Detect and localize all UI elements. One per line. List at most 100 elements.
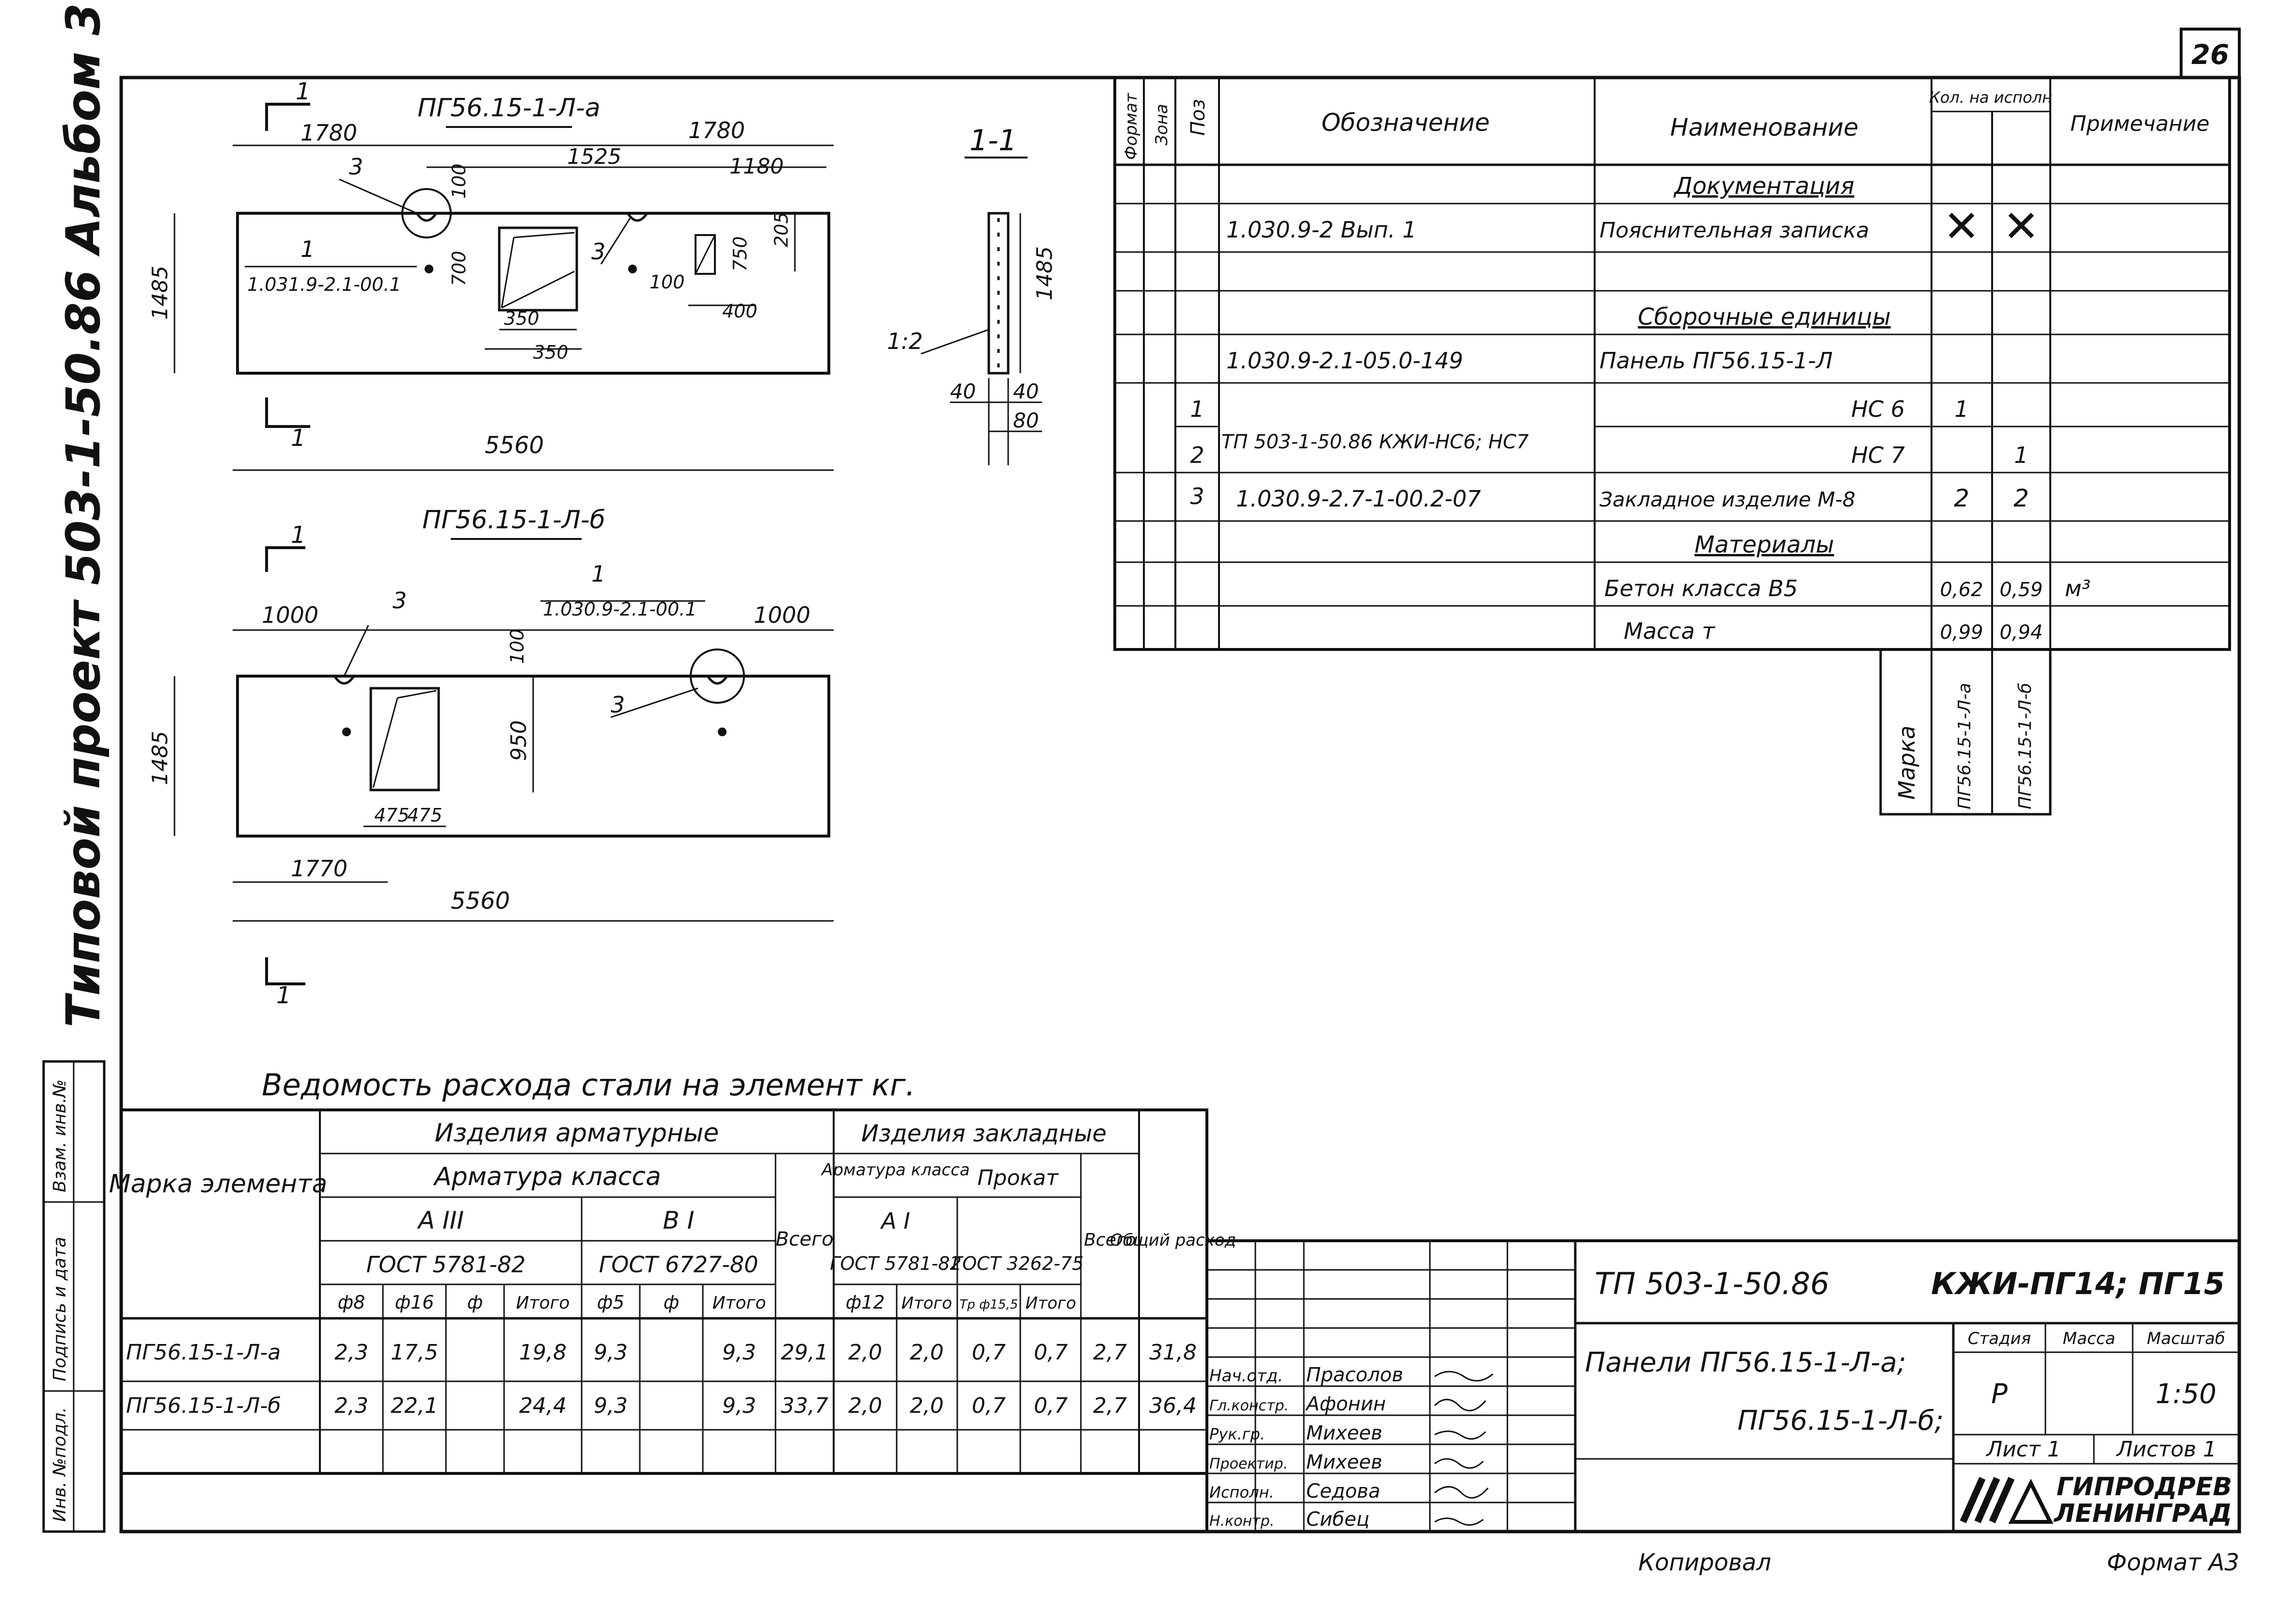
spec-row-q1: 1 [1954, 396, 1968, 422]
steel-row-2: ПГ56.15-1-Л-б 2,3 22,1 24,4 9,3 9,3 33,7… [126, 1393, 1197, 1418]
steel-cell: 31,8 [1149, 1340, 1197, 1365]
steel-cell: 2,7 [1093, 1340, 1127, 1365]
section-outline [987, 212, 1010, 375]
steel-cell: 19,8 [519, 1340, 567, 1365]
panel-b-leader-3: 3 [393, 587, 407, 614]
stamp-doc: КЖИ-ПГ14; ПГ15 [1931, 1266, 2225, 1301]
steel-cell: 29,1 [781, 1340, 828, 1365]
spec-row-oboz: ТП 503-1-50.86 КЖИ-НС6; НС7 [1221, 431, 1529, 453]
steel-cell: 2,3 [334, 1340, 368, 1365]
steel-cell: 24,4 [519, 1393, 567, 1418]
panel-b-sec-bot: 1 [276, 982, 291, 1009]
steel-h-gost4: ГОСТ 3262-75 [952, 1253, 1084, 1274]
spec-row-q2: 0,59 [1999, 579, 2043, 601]
steel-cell: 2,0 [848, 1340, 882, 1365]
steel-sub: Тр ф15,5 [960, 1297, 1018, 1312]
spec-h-format: Формат [1122, 93, 1141, 160]
spec-h-zona: Зона [1152, 104, 1172, 145]
panel-a-dim-100: 100 [448, 163, 470, 199]
panel-b-ref: 1.030.9-2.1-00.1 [543, 599, 697, 620]
stamp-name: Михеев [1306, 1422, 1382, 1444]
panel-b-dim-475b: 475 [407, 805, 443, 826]
panel-b-title: ПГ56.15-1-Л-б [422, 506, 605, 535]
panel-a-length: 5560 [485, 432, 544, 459]
spec-h-qty: Кол. на исполн [1929, 88, 2052, 107]
steel-h-gost3: ГОСТ 5781-82 [830, 1253, 962, 1274]
spec-row-name: Панель ПГ56.15-1-Л [1599, 348, 1833, 374]
section-dim-80: 80 [1013, 409, 1039, 432]
steel-sub: ф5 [597, 1292, 625, 1313]
org-logo-icon [1960, 1477, 2054, 1524]
steel-cell: 0,7 [1034, 1393, 1068, 1418]
panel-b-dim-475a: 475 [374, 805, 410, 826]
steel-h-gost1: ГОСТ 5781-82 [366, 1251, 526, 1278]
steel-h-gost2: ГОСТ 6727-80 [599, 1251, 759, 1278]
steel-sub: ф16 [395, 1292, 434, 1313]
spec-row-name: Бетон класса В5 [1604, 575, 1798, 601]
stamp-stadia-label: Стадия [1968, 1329, 2031, 1348]
marka-label: Марка [1894, 726, 1920, 800]
steel-h-b1: В I [663, 1206, 695, 1234]
spec-row-name: Масса т [1624, 618, 1715, 644]
spec-row-oboz: 1.030.9-2.1-05.0-149 [1226, 348, 1463, 374]
spec-row-name: Пояснительная записка [1599, 218, 1869, 243]
side-title: Типовой проект 503-1-50.86 Альбом 3 [56, 3, 111, 1028]
stamp-title-1: Панели ПГ56.15-1-Л-а; [1585, 1347, 1906, 1378]
steel-cell: 22,1 [391, 1393, 438, 1418]
spec-row-name: Закладное изделие М-8 [1599, 488, 1855, 511]
steel-cell: 0,7 [972, 1393, 1006, 1418]
steel-cell: 2,0 [848, 1393, 882, 1418]
panel-a-dim-1780-right: 1780 [688, 117, 745, 143]
steel-h-zakl: Изделия закладные [861, 1120, 1107, 1147]
stamp-name: Прасолов [1306, 1364, 1403, 1386]
page-number: 26 [2191, 39, 2229, 71]
section-dim-40b: 40 [1013, 379, 1039, 403]
stamp-massa-label: Масса [2063, 1329, 2115, 1348]
panel-b-dim-1000-right: 1000 [754, 602, 810, 628]
format-label: Формат A3 [2107, 1549, 2239, 1576]
spec-row-q1: 2 [1954, 484, 1969, 512]
spec-row-poz: 3 [1190, 483, 1204, 509]
panel-a-dim-1525: 1525 [567, 144, 621, 169]
spec-row-q2: 1 [2014, 442, 2028, 468]
panel-a-height: 1485 [148, 266, 173, 320]
panel-a-dim-750: 750 [729, 236, 751, 271]
panel-a-dim-400: 400 [722, 300, 758, 322]
spec-row-poz: 2 [1190, 442, 1204, 468]
spec-row-q2: ✕ [2003, 201, 2039, 252]
steel-cell: 33,7 [781, 1393, 828, 1418]
stamp-role: Н.контр. [1209, 1513, 1274, 1530]
spec-row-oboz: 1.030.9-2 Вып. 1 [1226, 217, 1417, 243]
steel-h-vsego2: Всего [1084, 1230, 1136, 1250]
stamp-stadia: Р [1991, 1378, 2008, 1410]
stamp-role: Рук.гр. [1209, 1425, 1265, 1443]
steel-h-prokat: Прокат [977, 1166, 1059, 1190]
steel-sub: ф12 [846, 1292, 885, 1313]
spec-row-poz: 1 [1190, 396, 1204, 422]
spec-row-q2: 0,94 [1999, 621, 2043, 644]
stamp-role: Исполн. [1209, 1483, 1274, 1502]
stamp-name: Сибец [1306, 1508, 1369, 1531]
steel-cell: 9,3 [722, 1393, 756, 1418]
stamp-people: Нач.отд. Прасолов Гл.констр. Афонин Рук.… [1209, 1364, 1403, 1531]
steel-title: Ведомость расхода стали на элемент кг. [262, 1067, 915, 1103]
panel-a-dim-350b: 350 [533, 342, 569, 363]
panel-a-dim-1780-left: 1780 [301, 120, 357, 146]
steel-cell: 2,3 [334, 1393, 368, 1418]
copied-by: Копировал [1638, 1549, 1771, 1576]
steel-row-mark: ПГ56.15-1-Л-б [126, 1393, 281, 1418]
spec-h-name: Наименование [1670, 113, 1859, 142]
panel-b-length: 5560 [451, 887, 510, 915]
spec-row-q1: ✕ [1943, 201, 1979, 252]
steel-sub: ф [467, 1292, 483, 1313]
stamp-list: Лист 1 [1985, 1437, 2060, 1462]
title-block: ТП 503-1-50.86 КЖИ-ПГ14; ПГ15 Панели ПГ5… [1205, 1239, 2241, 1533]
steel-h-arm-class: Арматура класса [433, 1162, 661, 1191]
marka-a: ПГ56.15-1-Л-а [1955, 683, 1975, 809]
steel-h-marka: Марка элемента [109, 1170, 328, 1199]
panel-a-outline [236, 212, 830, 375]
stamp-org-1: ГИПРОДРЕВ [2057, 1472, 2232, 1502]
stamp-masshtab-label: Масштаб [2147, 1329, 2225, 1348]
stamp-name: Афонин [1305, 1393, 1386, 1415]
